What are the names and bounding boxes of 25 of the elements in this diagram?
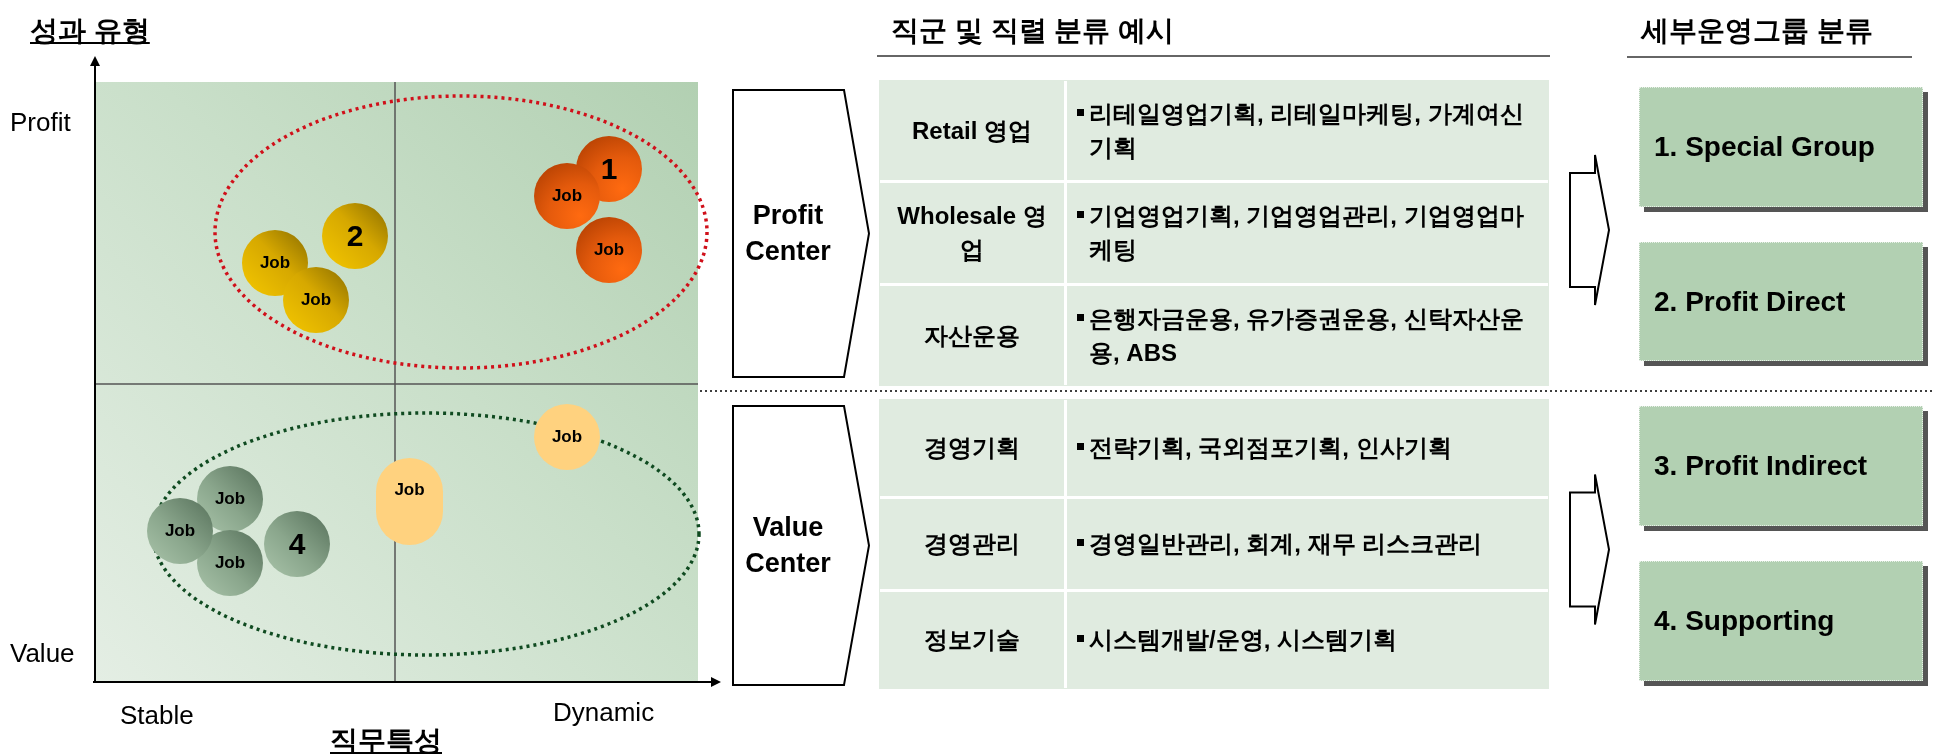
axis-label: Dynamic (553, 697, 655, 728)
category-cell: Wholesale 영업 (880, 183, 1064, 283)
axis-label: Value (10, 638, 75, 669)
category-cell: 정보기술 (880, 592, 1064, 688)
section-title: 세부운영그룹 분류 (1641, 14, 1873, 48)
table-section (880, 400, 1548, 688)
chevron-shape: Value Center (732, 405, 870, 686)
axis-label: Profit (10, 107, 71, 138)
job-list-cell: 기업영업기획, 기업영업관리, 기업영업마케팅 (1067, 183, 1548, 283)
section-title: 직군 및 직렬 분류 예시 (891, 14, 1175, 48)
job-list-cell: 경영일반관리, 회계, 재무 리스크관리 (1067, 499, 1548, 589)
table-section (880, 81, 1548, 385)
category-cell: 경영관리 (880, 499, 1064, 589)
axis-label: Stable (120, 700, 194, 731)
axis-title: 직무특성 (330, 724, 442, 754)
job-list-cell: 시스템개발/운영, 시스템기획 (1067, 592, 1548, 688)
category-cell: 경영기획 (880, 400, 1064, 496)
category-cell: Retail 영업 (880, 81, 1064, 180)
block-arrow (1569, 154, 1610, 306)
block-arrow (1569, 473, 1610, 626)
chevron-shape: Profit Center (732, 89, 870, 378)
job-list-cell: 은행자금운용, 유가증권운용, 신탁자산운용, ABS (1067, 286, 1548, 385)
job-list-cell: 리테일영업기획, 리테일마케팅, 가계여신기획 (1067, 81, 1548, 180)
category-cell: 자산운용 (880, 286, 1064, 385)
job-list-cell: 전략기획, 국외점포기획, 인사기획 (1067, 400, 1548, 496)
